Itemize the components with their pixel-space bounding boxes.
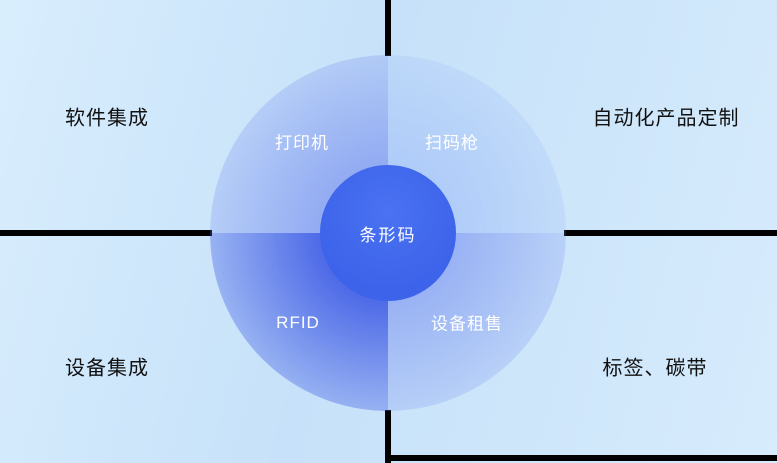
divider-vertical-top	[385, 0, 391, 56]
corner-label-automation-customization: 自动化产品定制	[592, 107, 740, 130]
corner-label-labels-ribbons: 标签、碳带	[602, 357, 708, 380]
divider-horizontal-left	[0, 230, 212, 236]
divider-vertical-bottom	[385, 410, 391, 463]
divider-horizontal-right	[564, 230, 777, 236]
center-label-barcode: 条形码	[359, 225, 417, 245]
corner-label-software-integration: 软件集成	[65, 107, 149, 130]
divider-bottom-right	[385, 455, 777, 461]
center-circle: 条形码	[320, 165, 456, 301]
corner-label-equipment-integration: 设备集成	[65, 357, 149, 380]
